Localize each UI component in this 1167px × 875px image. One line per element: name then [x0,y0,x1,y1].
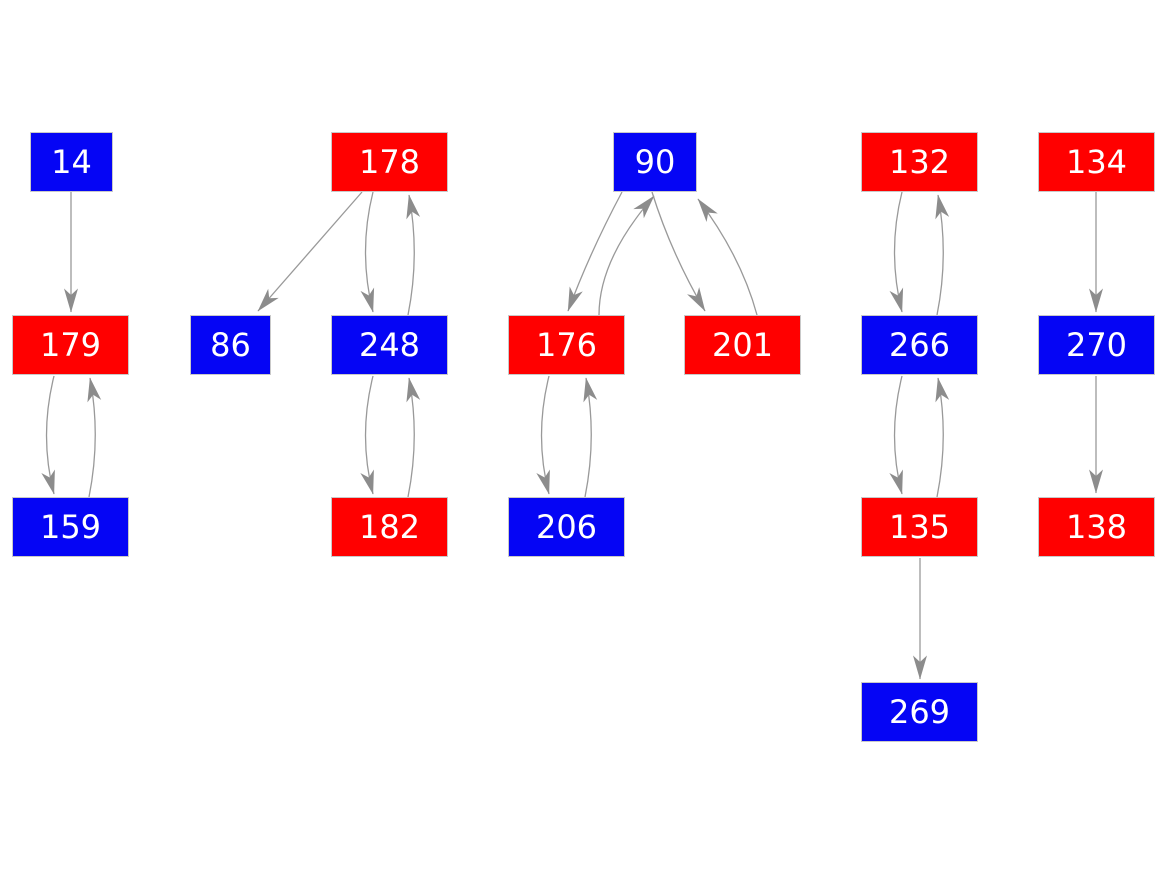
node-86: 86 [190,315,271,375]
edge-178-248 [360,191,375,313]
edge-90-201 [651,191,706,312]
edge-266-135 [889,375,903,495]
node-135: 135 [861,497,978,557]
edge-176-90 [598,195,655,316]
edge-266-132 [935,194,950,316]
node-176: 176 [508,315,625,375]
node-248: 248 [331,315,448,375]
edge-179-159 [41,375,55,495]
edge-132-266 [889,191,904,313]
node-134: 134 [1038,132,1155,192]
node-132: 132 [861,132,978,192]
edge-248-182 [360,375,374,495]
node-90: 90 [613,132,697,192]
node-182: 182 [331,497,448,557]
node-178: 178 [331,132,448,192]
edge-178-86 [257,191,363,312]
node-159: 159 [12,497,129,557]
edge-206-176 [583,377,598,498]
edge-135-266 [935,377,950,498]
edge-201-90 [697,198,758,316]
node-206: 206 [508,497,625,557]
node-269: 269 [861,682,978,742]
node-14: 14 [30,132,113,192]
node-138: 138 [1038,497,1155,557]
node-270: 270 [1038,315,1155,375]
edge-176-206 [536,375,550,495]
edge-182-248 [406,377,421,498]
node-266: 266 [861,315,978,375]
node-179: 179 [12,315,129,375]
edge-248-178 [406,194,421,316]
edge-90-176 [567,191,623,312]
node-201: 201 [684,315,801,375]
edge-group [41,191,1103,680]
edge-159-179 [87,377,102,498]
